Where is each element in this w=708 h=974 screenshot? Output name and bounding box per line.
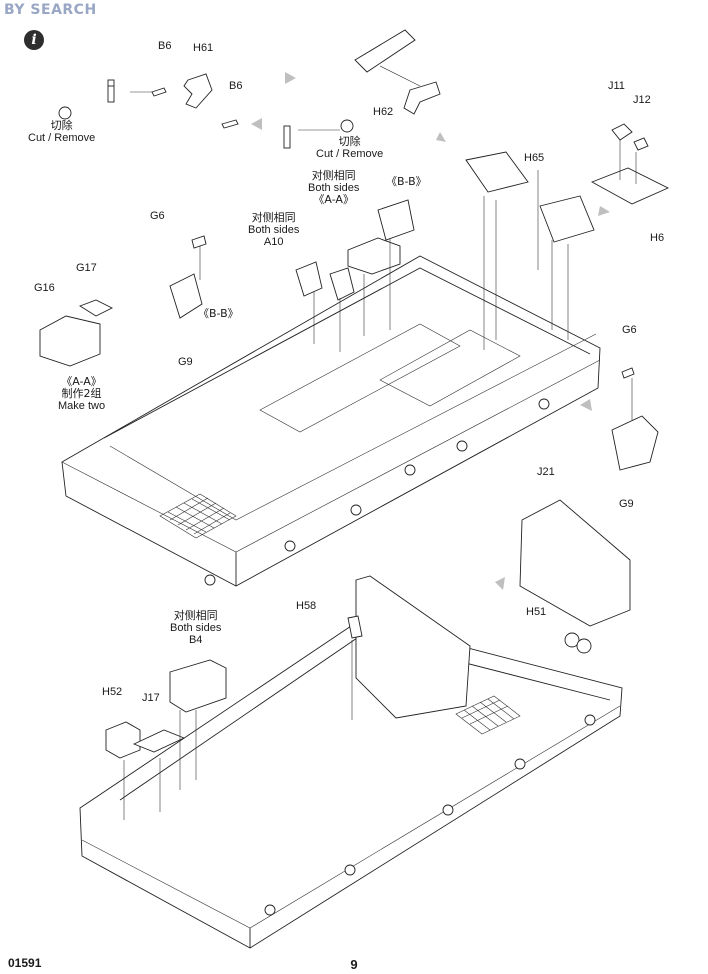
part-label-g16: G16 <box>34 282 55 294</box>
flow-arrows <box>251 72 610 590</box>
cut-remove-note-left: 切除 Cut / Remove <box>28 119 96 145</box>
watermark-logo: BY SEARCH <box>4 2 97 18</box>
part-label-b6-2: B6 <box>229 80 243 92</box>
part-label-g6-left: G6 <box>150 210 165 222</box>
part-label-h62: H62 <box>373 106 394 118</box>
part-label-h6: H6 <box>650 232 665 244</box>
part-label-h52: H52 <box>102 686 123 698</box>
part-label-j11: J11 <box>608 80 625 92</box>
lower-hull <box>79 575 623 949</box>
part-label-g9-left: G9 <box>178 356 193 368</box>
part-label-j17: J17 <box>142 692 160 704</box>
kit-code: 01591 <box>8 956 42 970</box>
step-badge: i <box>24 30 44 50</box>
left-side-parts <box>39 199 415 367</box>
part-label-b6: B6 <box>158 40 172 52</box>
both-sides-note-a10: 对侧相同 Both sides A10 <box>248 211 300 249</box>
make-two-note: 《A-A》 制作2组 Make two <box>58 375 106 413</box>
part-label-j21: J21 <box>537 466 555 478</box>
part-label-g9-right: G9 <box>619 498 634 510</box>
section-label-bb-top: 《B-B》 <box>386 175 427 188</box>
cut-remove-note-right: 切除 Cut / Remove <box>316 135 384 161</box>
part-label-g17: G17 <box>76 262 97 274</box>
part-label-j12: J12 <box>633 94 651 106</box>
top-right-parts <box>465 123 670 270</box>
page-number: 9 <box>350 957 358 972</box>
section-label-bb-left: 《B-B》 <box>198 307 239 320</box>
upper-hull <box>61 196 601 587</box>
top-left-parts <box>58 29 441 149</box>
right-side-parts <box>519 367 659 654</box>
part-label-h65: H65 <box>524 152 545 164</box>
part-label-h58: H58 <box>296 600 317 612</box>
part-label-g6-right: G6 <box>622 324 637 336</box>
both-sides-note-aa: 对侧相同 Both sides 《A-A》 <box>308 169 360 206</box>
both-sides-note-b4: 对侧相同 Both sides B4 <box>170 609 222 647</box>
part-label-h51: H51 <box>526 606 547 618</box>
part-label-h61: H61 <box>193 42 214 54</box>
